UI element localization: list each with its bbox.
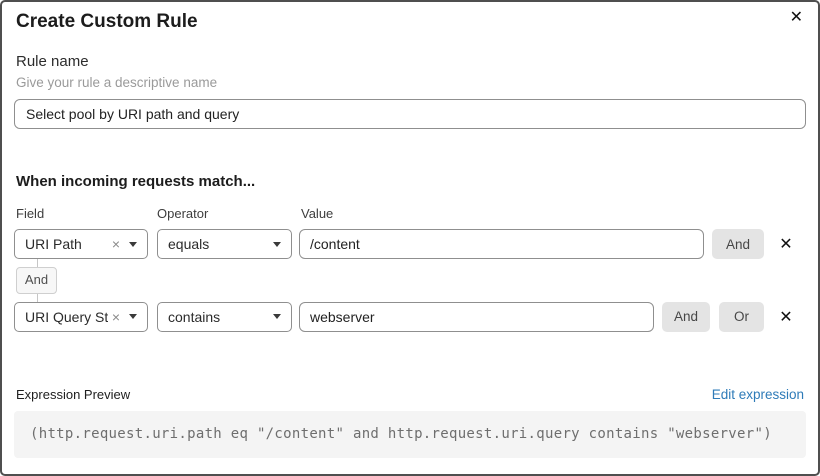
field-dropdown-value: URI Path [25, 236, 82, 252]
clear-icon[interactable]: × [111, 308, 120, 325]
value-column-label: Value [301, 206, 334, 221]
operator-dropdown[interactable]: contains [157, 301, 292, 332]
field-dropdown[interactable]: URI Query St... × [14, 301, 148, 332]
field-column-label: Field [16, 206, 45, 221]
value-input[interactable] [299, 301, 654, 332]
operator-dropdown-value: equals [168, 236, 210, 252]
condition-row: URI Path × equals And ✕ [14, 229, 806, 259]
edit-expression-link[interactable]: Edit expression [711, 386, 804, 402]
operator-dropdown-value: contains [168, 308, 221, 325]
chevron-down-icon [129, 314, 137, 320]
chevron-down-icon [273, 241, 281, 247]
connector-line [37, 293, 38, 302]
rule-name-input[interactable] [14, 99, 806, 129]
logic-connector: And [14, 259, 806, 302]
chevron-down-icon [129, 241, 137, 247]
field-dropdown-value: URI Query St... [25, 308, 108, 325]
expression-preview-header: Expression Preview Edit expression [14, 387, 806, 402]
operator-dropdown[interactable]: equals [157, 229, 292, 259]
expression-code: (http.request.uri.path eq "/content" and… [30, 426, 772, 443]
remove-condition-icon[interactable]: ✕ [777, 234, 795, 254]
field-dropdown[interactable]: URI Path × [14, 229, 148, 259]
and-button[interactable]: And [662, 301, 710, 332]
rule-name-helper: Give your rule a descriptive name [16, 75, 218, 90]
or-button[interactable]: Or [719, 301, 764, 332]
match-section-heading: When incoming requests match... [16, 173, 256, 190]
connector-line [37, 259, 38, 267]
operator-column-label: Operator [157, 206, 209, 221]
page-title: Create Custom Rule [16, 11, 198, 32]
condition-column-headers: Field Operator Value [14, 206, 806, 221]
expression-preview-label: Expression Preview [16, 386, 131, 402]
connector-and-badge: And [16, 267, 57, 294]
expression-code-block: (http.request.uri.path eq "/content" and… [14, 410, 806, 458]
condition-row: URI Query St... × contains And Or ✕ [14, 301, 806, 332]
and-button[interactable]: And [712, 229, 764, 259]
value-input[interactable] [299, 229, 704, 259]
clear-icon[interactable]: × [111, 236, 120, 252]
rule-name-label: Rule name [16, 53, 89, 70]
close-icon[interactable]: ✕ [789, 9, 803, 26]
chevron-down-icon [273, 314, 281, 320]
remove-condition-icon[interactable]: ✕ [777, 307, 795, 327]
